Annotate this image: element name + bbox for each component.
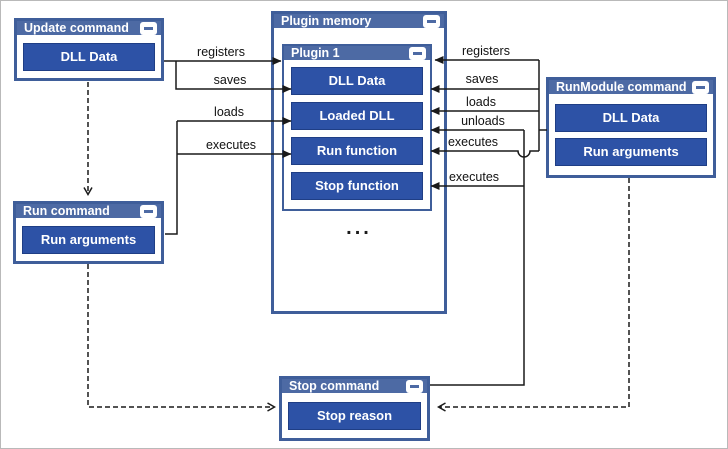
edge-label-loads-right: loads	[466, 95, 496, 109]
update-command-title: Update command	[24, 21, 129, 35]
plugin-item-dll-data: DLL Data	[291, 67, 423, 95]
run-command-box: Run command Run arguments	[13, 201, 164, 264]
edge-label-executes-left: executes	[205, 138, 257, 152]
edge-label-loads-left: loads	[214, 105, 244, 119]
edge-runmodule-to-stop-dashed	[439, 178, 630, 407]
edge-label-registers-right: registers	[462, 44, 510, 58]
minimize-icon	[423, 14, 440, 28]
runmodule-command-header: RunModule command	[549, 80, 713, 94]
plugin-1-box: Plugin 1 DLL Data Loaded DLL Run functio…	[282, 44, 432, 211]
run-command-body: Run arguments	[16, 218, 161, 261]
edge-run-to-stop-dashed	[87, 264, 274, 407]
runmodule-command-title: RunModule command	[556, 80, 687, 94]
stop-command-title: Stop command	[289, 379, 380, 393]
item-dll-data: DLL Data	[555, 103, 707, 132]
minimize-icon	[692, 80, 709, 94]
minimize-icon	[140, 21, 157, 35]
edge-label-executes-stop-right: executes	[448, 170, 500, 184]
item-run-arguments: Run arguments	[22, 225, 155, 254]
runmodule-command-box: RunModule command DLL Data Run arguments	[546, 77, 716, 178]
stop-command-box: Stop command Stop reason	[279, 376, 430, 441]
plugin-memory-header: Plugin memory	[274, 14, 444, 28]
more-plugins-ellipsis: ...	[346, 217, 372, 239]
run-command-header: Run command	[16, 204, 161, 218]
plugin-memory-title: Plugin memory	[281, 14, 372, 28]
update-command-box: Update command DLL Data	[14, 18, 164, 81]
plugin-1-title: Plugin 1	[291, 46, 340, 60]
edge-label-unloads-right: unloads	[461, 114, 505, 128]
item-stop-reason: Stop reason	[288, 401, 421, 430]
plugin-1-header: Plugin 1	[284, 46, 430, 60]
edge-run-command-connector	[165, 121, 178, 235]
item-dll-data: DLL Data	[23, 42, 155, 71]
minimize-icon	[140, 204, 157, 218]
plugin-1-body: DLL Data Loaded DLL Run function Stop fu…	[284, 60, 430, 209]
edge-executes-run-right	[430, 147, 539, 158]
item-run-arguments: Run arguments	[555, 137, 707, 166]
plugin-item-stop-function: Stop function	[291, 172, 423, 200]
minimize-icon	[406, 379, 423, 393]
stop-command-header: Stop command	[282, 379, 427, 393]
update-command-body: DLL Data	[17, 35, 161, 78]
minimize-icon	[409, 46, 426, 60]
plugin-memory-box: Plugin memory Plugin 1 DLL Data Loaded D…	[271, 11, 447, 314]
update-command-header: Update command	[17, 21, 161, 35]
run-command-title: Run command	[23, 204, 110, 218]
stop-command-body: Stop reason	[282, 393, 427, 438]
plugin-item-loaded-dll: Loaded DLL	[291, 102, 423, 130]
edge-label-registers-left: registers	[197, 45, 245, 59]
edge-label-saves-right: saves	[465, 72, 499, 86]
plugin-item-run-function: Run function	[291, 137, 423, 165]
runmodule-command-body: DLL Data Run arguments	[549, 94, 713, 175]
edge-label-saves-left: saves	[213, 73, 247, 87]
edge-label-executes-run-right: executes	[447, 135, 499, 149]
